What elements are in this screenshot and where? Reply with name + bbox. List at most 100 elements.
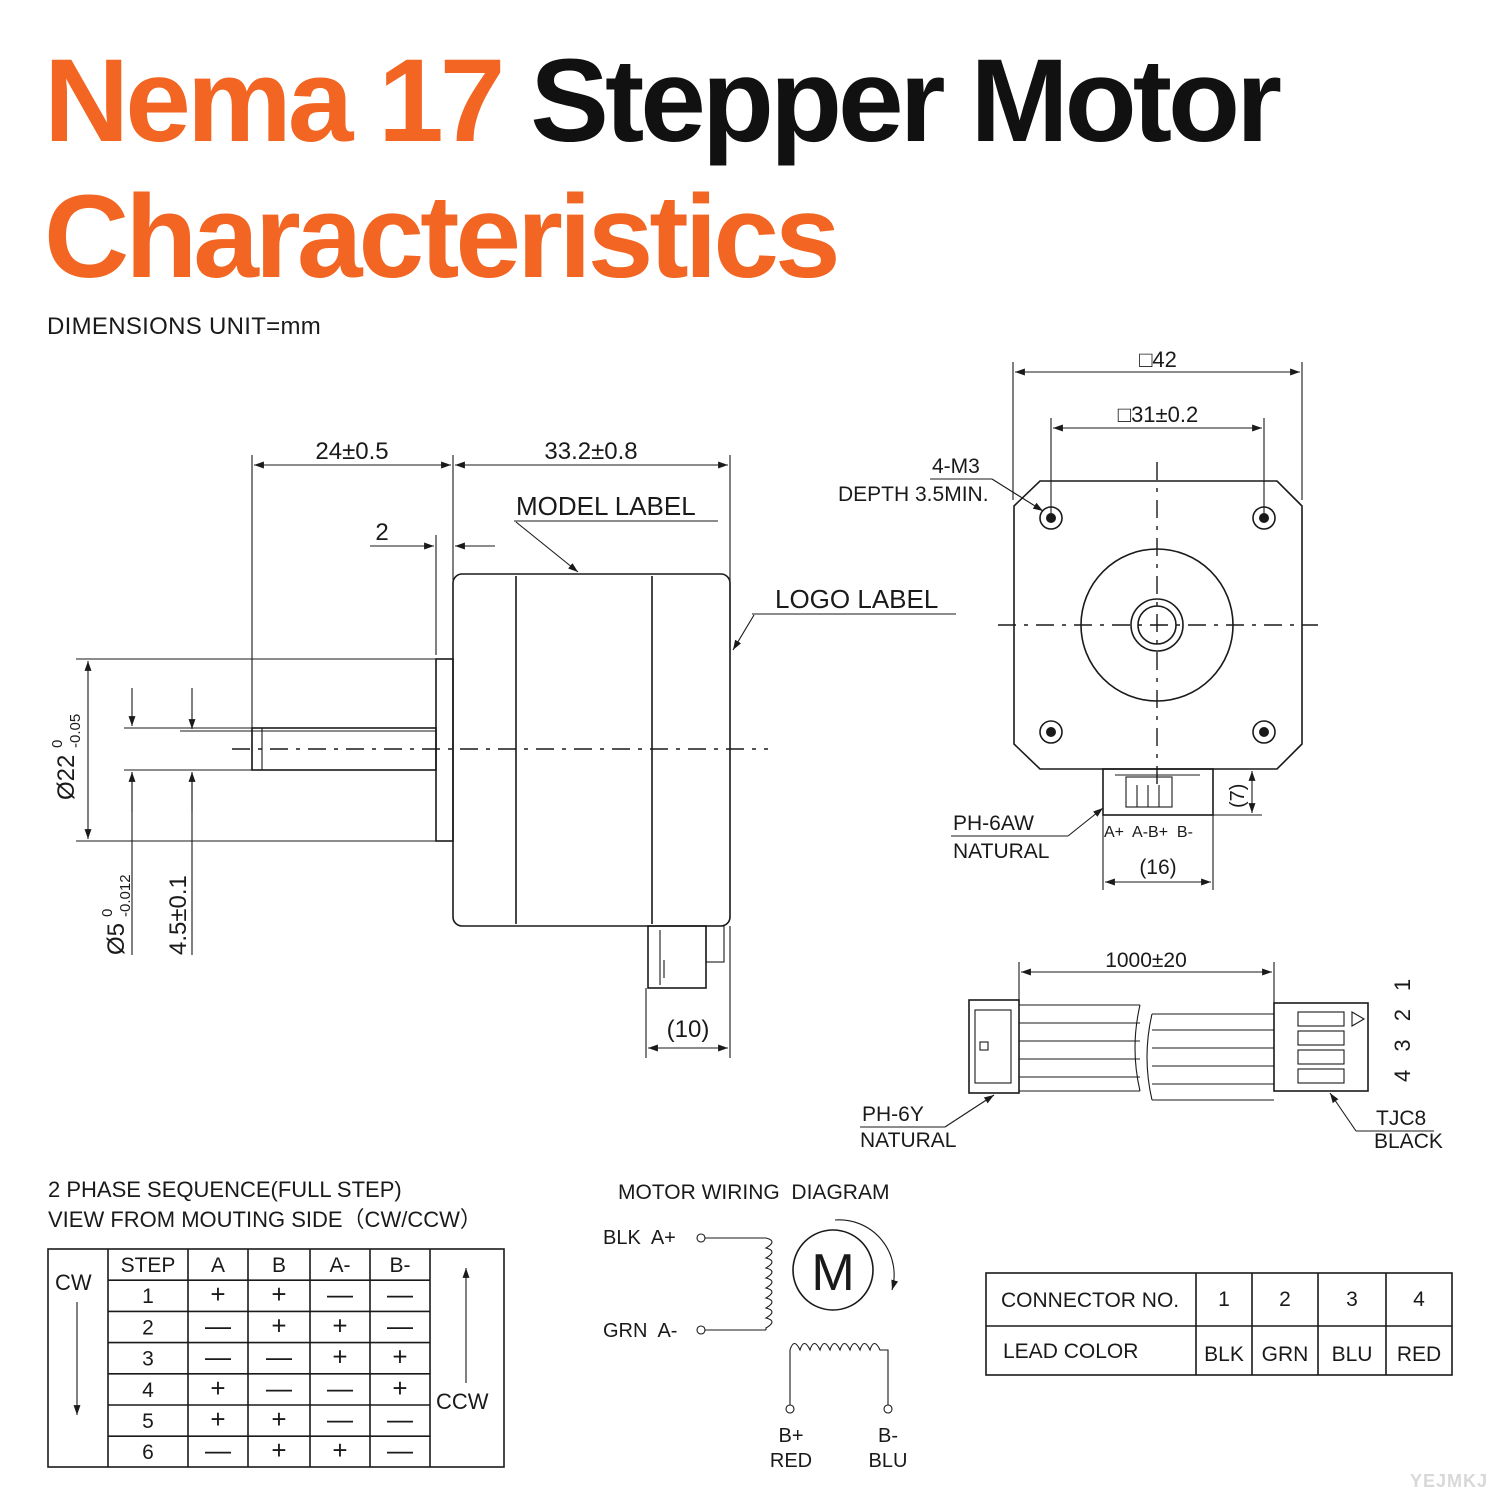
phase-header-cell: STEP [121, 1254, 176, 1277]
dim-boss-length: 2 [375, 519, 388, 546]
connector-no-3: 3 [1346, 1288, 1358, 1311]
front-view: □42 □31±0.2 4-M3 DEPTH 3.5MIN. [838, 347, 1318, 890]
phase-cell: — [327, 1279, 353, 1309]
cable-pin-numbers: 4 3 2 1 [1390, 973, 1415, 1082]
phase-header-cell: B [272, 1254, 286, 1277]
phase-cell: + [392, 1373, 407, 1403]
phase-cell: — [387, 1435, 413, 1465]
phase-cell: + [210, 1404, 225, 1434]
wire-a-plus: BLK A+ [603, 1227, 676, 1249]
phase-cell: + [332, 1310, 347, 1340]
phase-cell: 3 [142, 1348, 154, 1371]
lead-color-3: BLU [1332, 1343, 1373, 1366]
cable-length: 1000±20 [1105, 949, 1187, 972]
dim-flat: 4.5±0.1 [165, 875, 192, 955]
wire-b-minus-color: BLU [869, 1450, 908, 1472]
dim-hole-spacing: □31±0.2 [1118, 402, 1198, 427]
phase-cell: + [210, 1373, 225, 1403]
phase-cell: 2 [142, 1316, 154, 1339]
connector-no-4: 4 [1413, 1288, 1425, 1311]
connector-type: PH-6AW [953, 812, 1034, 835]
phase-cell: — [266, 1342, 292, 1372]
lead-color-2: GRN [1262, 1343, 1309, 1366]
title-orange-part: Nema 17 [44, 35, 505, 167]
watermark-text: YEJMKJ [1409, 1471, 1488, 1491]
page-title-line1: Nema 17 Stepper Motor [44, 42, 1282, 160]
dim-shaft-diameter: Ø5 [103, 923, 130, 955]
cw-label: CW [55, 1270, 92, 1295]
motor-symbol-letter: M [811, 1244, 854, 1302]
dim-connector-width: (10) [667, 1016, 710, 1043]
phase-cell: — [327, 1373, 353, 1403]
phase-cell: 5 [142, 1410, 154, 1433]
phase-cell: + [271, 1279, 286, 1309]
phase-cell: — [205, 1342, 231, 1372]
motor-symbol-icon [792, 1229, 874, 1311]
right-connector-type: TJC8 [1376, 1107, 1426, 1130]
phase-cell: + [332, 1435, 347, 1465]
dim-shaft-tol-lower: -0.012 [117, 874, 134, 917]
wire-a-minus: GRN A- [603, 1320, 677, 1342]
connector-color: NATURAL [953, 840, 1049, 863]
phase-heading-2: VIEW FROM MOUTING SIDE（CW/CCW） [48, 1207, 482, 1232]
lead-color-1: BLK [1204, 1343, 1244, 1366]
left-connector-color: NATURAL [860, 1129, 956, 1152]
phase-header-cell: B- [390, 1254, 411, 1277]
phase-cell: — [327, 1404, 353, 1434]
wire-b-plus: B+ [778, 1425, 803, 1447]
phase-cell: — [387, 1404, 413, 1434]
model-label-text: MODEL LABEL [516, 491, 696, 521]
connector-no-2: 2 [1279, 1288, 1291, 1311]
dim-body-length: 33.2±0.8 [544, 438, 637, 465]
dim-boss-diameter: Ø22 [53, 755, 80, 800]
phase-cell: — [387, 1310, 413, 1340]
phase-cell: + [271, 1404, 286, 1434]
phase-cell: 1 [142, 1285, 154, 1308]
pin-labels: A+ A-B+ B- [1104, 824, 1193, 841]
lead-color-label: LEAD COLOR [1003, 1340, 1138, 1363]
title-black-part: Stepper Motor [530, 35, 1282, 167]
phase-cell: 6 [142, 1441, 154, 1464]
phase-heading-1: 2 PHASE SEQUENCE(FULL STEP) [48, 1177, 402, 1202]
wire-b-plus-color: RED [770, 1450, 812, 1472]
phase-cell: + [392, 1342, 407, 1372]
holes-label: 4-M3 [932, 455, 980, 478]
connector-no-label: CONNECTOR NO. [1001, 1289, 1179, 1312]
left-connector-type: PH-6Y [862, 1103, 924, 1126]
wire-b-minus: B- [878, 1425, 898, 1447]
phase-cell: — [387, 1279, 413, 1309]
mounting-holes [1039, 506, 1276, 744]
wiring-diagram: MOTOR WIRING DIAGRAM BLK A+ GRN A- M B+ … [603, 1181, 907, 1472]
connector-no-1: 1 [1218, 1288, 1230, 1311]
dim-square: □42 [1139, 347, 1177, 372]
cable-drawing: 1000±20 4 3 2 1 PH-6Y NATURAL TJC8 BLACK [860, 949, 1443, 1153]
phase-cell: — [205, 1435, 231, 1465]
lead-color-4: RED [1397, 1343, 1441, 1366]
phase-header-cell: A [211, 1254, 225, 1277]
phase-cell: 4 [142, 1379, 154, 1402]
dim-boss-tol-lower: -0.05 [67, 714, 84, 748]
dimensions-unit-note: DIMENSIONS UNIT=mm [47, 313, 322, 340]
right-connector-color: BLACK [1374, 1130, 1443, 1153]
side-view: 24±0.5 33.2±0.8 2 MODEL LABEL LOGO LABEL [49, 438, 956, 1058]
dim-shaft-tol-upper: 0 [99, 909, 116, 917]
logo-label-text: LOGO LABEL [775, 584, 938, 614]
phase-cell: + [332, 1342, 347, 1372]
phase-sequence: 2 PHASE SEQUENCE(FULL STEP) VIEW FROM MO… [47, 1177, 505, 1468]
dim-shaft-length: 24±0.5 [315, 438, 388, 465]
connector-table: CONNECTOR NO. LEAD COLOR 1 2 3 4 BLK GRN… [985, 1272, 1453, 1376]
wiring-heading: MOTOR WIRING DIAGRAM [618, 1181, 889, 1204]
phase-cell: + [271, 1435, 286, 1465]
phase-header-cell: A- [330, 1254, 351, 1277]
ccw-label: CCW [436, 1389, 489, 1414]
dim-boss-tol-upper: 0 [49, 740, 66, 748]
holes-depth: DEPTH 3.5MIN. [838, 483, 989, 506]
phase-cell: + [271, 1310, 286, 1340]
dim-connector-offset: (7) [1227, 784, 1249, 808]
page-title-line2: Characteristics [44, 171, 841, 303]
phase-cell: — [266, 1373, 292, 1403]
phase-cell: — [205, 1310, 231, 1340]
phase-cell: + [210, 1279, 225, 1309]
dim-connector-width-front: (16) [1139, 856, 1176, 879]
